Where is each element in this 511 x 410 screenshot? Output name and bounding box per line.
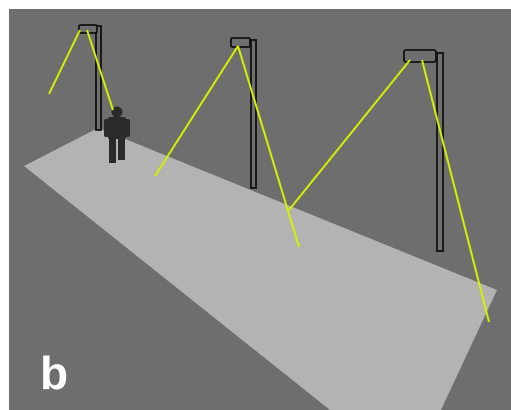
lamp-pole-1 bbox=[96, 26, 101, 130]
panel-label: b bbox=[40, 350, 68, 396]
lamp-pole-2 bbox=[251, 40, 256, 188]
lamp-head-2 bbox=[231, 38, 250, 47]
lamp-pole-3 bbox=[437, 53, 443, 251]
